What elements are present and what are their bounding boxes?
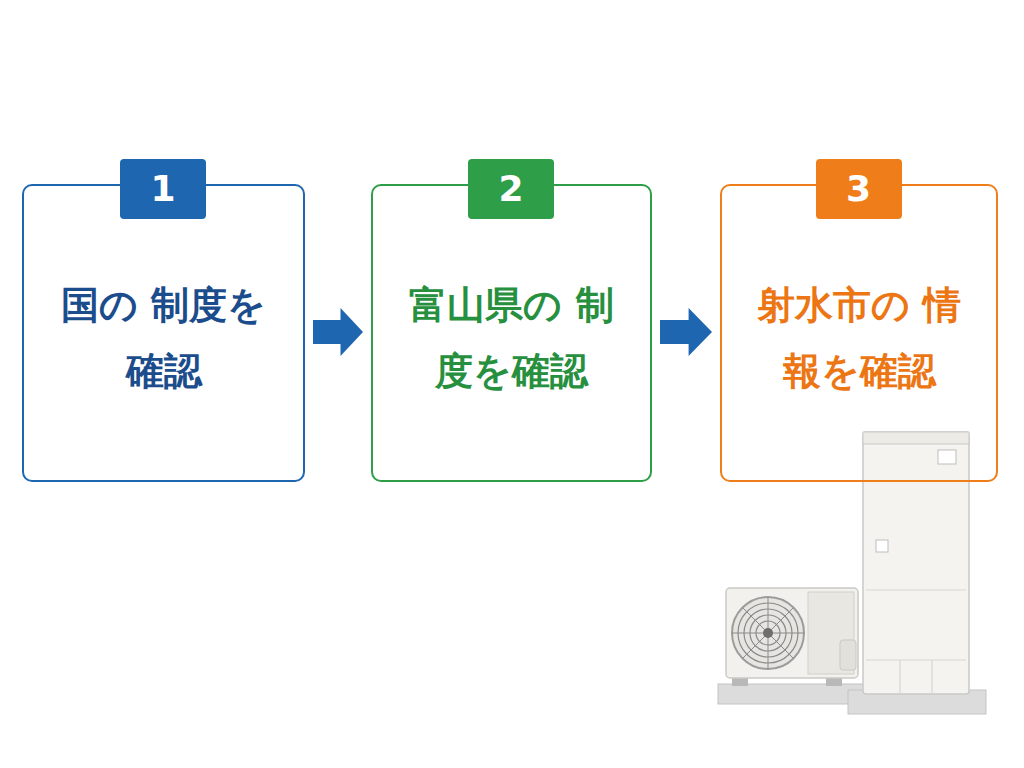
step-label: 射水市の 情報を確認: [741, 272, 977, 404]
step-number: 2: [468, 159, 554, 219]
step-box: 3射水市の 情報を確認: [720, 184, 998, 482]
unit-base: [718, 684, 864, 704]
outdoor-unit: [726, 588, 858, 678]
step-box: 2富山県の 制度を確認: [371, 184, 652, 482]
storage-tank: [863, 432, 969, 694]
step-label: 国の 制度を確認: [46, 272, 282, 404]
tank-top: [863, 432, 969, 444]
tank-panel-lines: [866, 590, 966, 694]
step-label: 富山県の 制度を確認: [394, 272, 630, 404]
unit-valve-cover: [840, 640, 856, 670]
tank-switch: [876, 540, 888, 552]
flow-arrow: [660, 308, 712, 356]
step-number: 3: [816, 159, 902, 219]
step-number: 1: [120, 159, 206, 219]
tank-label: [938, 450, 956, 464]
step-box: 1国の 制度を確認: [22, 184, 305, 482]
flow-arrow: [313, 308, 363, 356]
fan-grille: [732, 597, 804, 669]
